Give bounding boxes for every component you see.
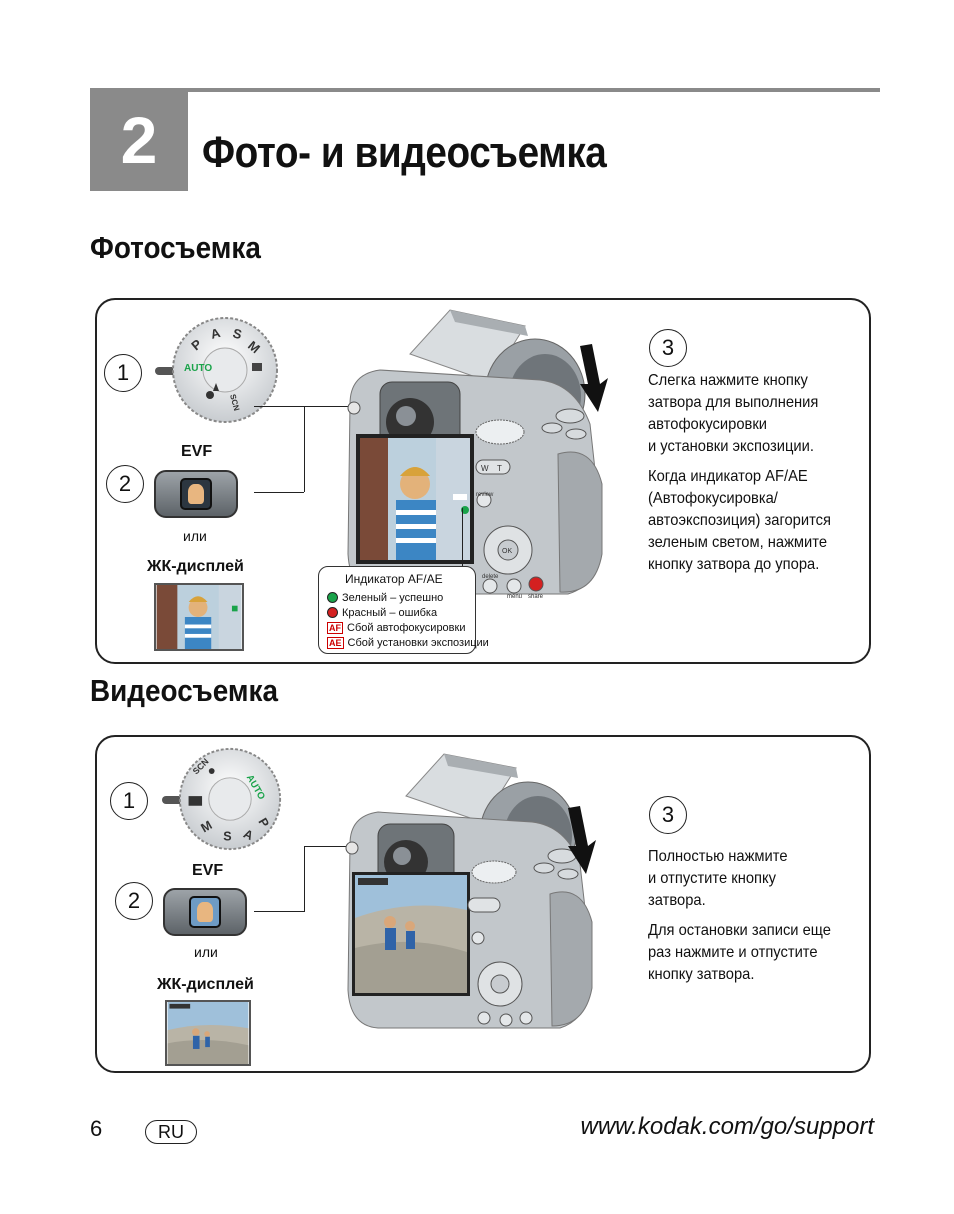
photo-lcd-label: ЖК-дисплей: [147, 558, 244, 575]
dial-auto-label: AUTO: [184, 363, 212, 374]
legend-row-green: Зеленый – успешно: [327, 590, 467, 605]
ae-icon: AE: [327, 636, 344, 649]
video-step3-paragraph-1: Полностью нажмите и отпустите кнопку зат…: [648, 848, 788, 909]
photo-step1-marker: 1: [104, 354, 142, 392]
video-evf-icon: [163, 888, 247, 936]
video-lcd-label: ЖК-дисплей: [157, 976, 254, 993]
video-or-label: или: [194, 944, 218, 960]
green-dot-icon: [327, 592, 338, 603]
video-dial-lever: [162, 796, 184, 804]
photo-connector-v: [304, 406, 305, 492]
legend-row-ae: AE Сбой установки экспозиции: [327, 636, 489, 649]
photo-connector-top: [254, 406, 304, 492]
camera-video-illustration: [345, 753, 596, 1029]
red-dot-icon: [327, 607, 338, 618]
photo-step3-paragraph-1: Слегка нажмите кнопку затвора для выполн…: [648, 372, 819, 455]
photo-step3-marker: 3: [649, 329, 687, 367]
video-step2-marker: 2: [115, 882, 153, 920]
video-step1-marker: 1: [110, 782, 148, 820]
photo-connector-h1: [304, 406, 348, 407]
camera-photo-illustration: W T OK review delete menu share: [347, 309, 608, 600]
svg-text:T: T: [497, 464, 502, 473]
video-connector-v: [304, 846, 305, 912]
video-evf-label: EVF: [192, 862, 224, 879]
legend-title: Индикатор AF/AE: [345, 572, 443, 586]
support-url[interactable]: www.kodak.com/go/support: [580, 1113, 874, 1140]
video-mode-dial-icon: AUTO SCN P A S M: [178, 747, 282, 851]
chapter-number: 2: [90, 88, 188, 191]
video-step3-text: Полностью нажмите и отпустите кнопку зат…: [648, 846, 831, 994]
photo-step2-marker: 2: [106, 465, 144, 503]
af-icon: AF: [327, 621, 343, 634]
video-step3-paragraph-2: Для остановки записи еще раз нажмите и о…: [648, 922, 831, 983]
language-badge: RU: [145, 1120, 197, 1144]
legend-row-af: AF Сбой автофокусировки: [327, 621, 466, 634]
svg-text:review: review: [476, 492, 494, 498]
video-lcd-preview: [165, 1000, 251, 1066]
svg-text:A: A: [209, 325, 223, 342]
svg-text:OK: OK: [502, 548, 512, 555]
af-ae-legend: Индикатор AF/AE Зеленый – успешно Красны…: [318, 566, 489, 654]
photo-evf-icon: [154, 470, 238, 518]
svg-text:share: share: [528, 594, 544, 600]
photo-step3-paragraph-2: Когда индикатор AF/AE (Автофокусировка/ …: [648, 468, 831, 573]
svg-text:S: S: [223, 829, 231, 843]
video-section-title: Видеосъемка: [90, 673, 278, 708]
photo-or-label: или: [183, 528, 207, 544]
dial-lever: [155, 367, 177, 375]
svg-text:menu: menu: [507, 594, 522, 600]
photo-connector-h2: [254, 492, 304, 493]
photo-step3-text: Слегка нажмите кнопку затвора для выполн…: [648, 370, 831, 584]
svg-text:delete: delete: [482, 574, 499, 580]
svg-text:S: S: [231, 325, 244, 342]
legend-connector: [462, 508, 463, 568]
svg-text:W: W: [481, 464, 489, 473]
photo-lcd-preview: [154, 583, 244, 651]
legend-row-red: Красный – ошибка: [327, 605, 467, 620]
page-number: 6: [90, 1116, 103, 1141]
mode-dial-icon: AUTO P A S M SCN: [172, 317, 278, 423]
video-connector-h2: [254, 911, 304, 912]
video-step3-marker: 3: [649, 796, 687, 834]
svg-text:SCN: SCN: [228, 393, 241, 412]
photo-evf-label: EVF: [181, 443, 213, 460]
video-connector-h1: [304, 846, 348, 847]
chapter-title: Фото- и видеосъемка: [202, 128, 607, 177]
chapter-rule: [90, 88, 880, 92]
photo-section-title: Фотосъемка: [90, 230, 261, 265]
